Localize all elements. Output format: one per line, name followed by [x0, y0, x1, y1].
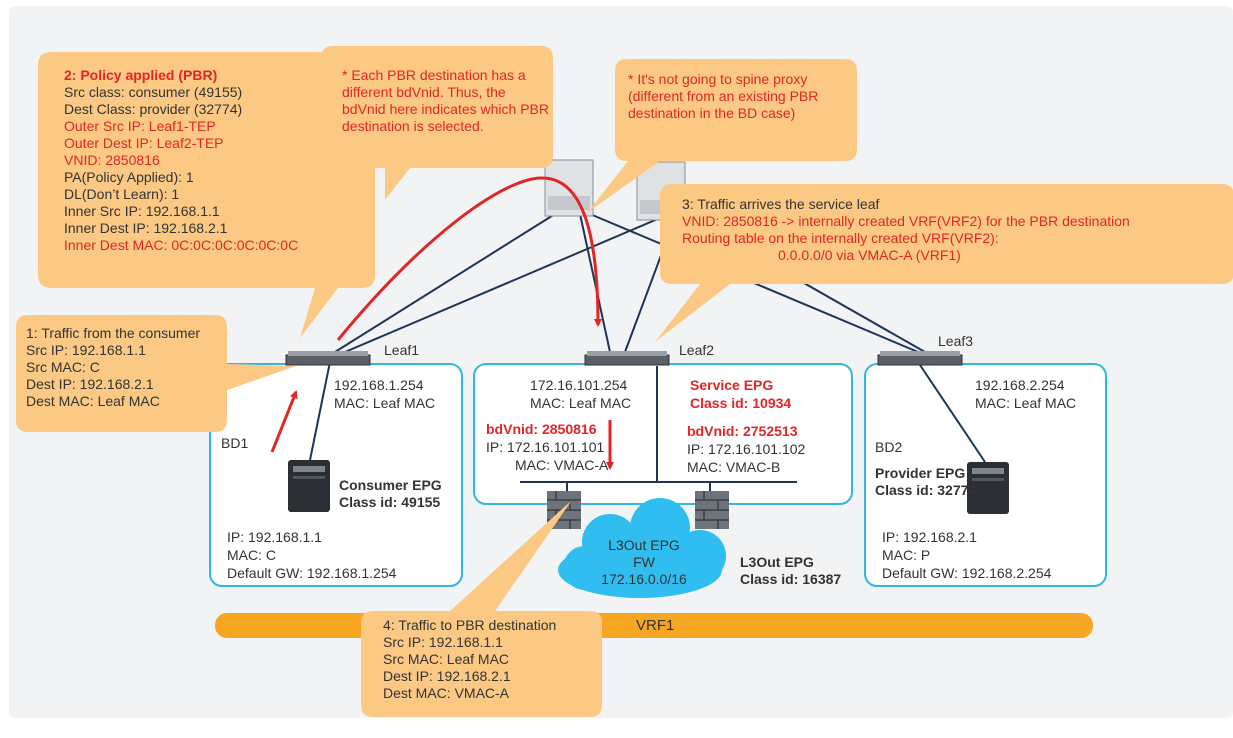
service-mac-a: MAC: VMAC-A	[515, 457, 609, 473]
callout-policy-line: VNID: 2850816	[64, 152, 160, 168]
leaf3-switch	[877, 351, 963, 366]
provider-ep-gateway: Default GW: 192.168.2.254	[882, 565, 1052, 581]
l3out-cloud-line: 172.16.0.0/16	[601, 571, 687, 587]
service-ip-a: IP: 172.16.101.101	[486, 439, 605, 455]
callout-spine-line: (different from an existing PBR	[628, 88, 819, 104]
consumer-ep-ip: IP: 192.168.1.1	[227, 529, 322, 545]
callout-policy-line: Outer Src IP: Leaf1-TEP	[64, 118, 216, 134]
traffic-arrows	[270, 176, 614, 470]
callout-pbr-dest-line: Dest IP: 192.168.2.1	[383, 668, 511, 684]
leaf2-switch	[584, 351, 670, 366]
leaf1-switch	[285, 351, 371, 366]
consumer-epg-name: Consumer EPG	[339, 477, 442, 493]
provider-server-icon	[967, 462, 1009, 514]
callout-service-leaf-line: 0.0.0.0/0 via VMAC-A (VRF1)	[778, 247, 961, 263]
callout-pbr-dest-line: Src IP: 192.168.1.1	[383, 634, 503, 650]
callout-policy-line: Src class: consumer (49155)	[64, 84, 243, 100]
provider-ep-mac: MAC: P	[882, 547, 931, 563]
callout-policy-line: Inner Src IP: 192.168.1.1	[64, 203, 220, 219]
callout-consumer-line: Src IP: 192.168.1.1	[26, 342, 146, 358]
vrf1-label: VRF1	[636, 617, 675, 634]
leaf2-label: Leaf2	[679, 342, 715, 358]
callout-consumer-text: 1: Traffic from the consumer Src IP: 192…	[26, 324, 200, 409]
firewall-b-icon	[695, 491, 729, 529]
service-gateway-ip: 172.16.101.254	[530, 377, 628, 393]
callout-pbr-dest-line: Dest MAC: VMAC-A	[383, 685, 510, 701]
callout-bdvnid-line: bdVnid here indicates which PBR	[342, 101, 550, 117]
callout-consumer-line: Dest MAC: Leaf MAC	[26, 393, 160, 409]
service-gateway-mac: MAC: Leaf MAC	[530, 395, 632, 411]
callout-spine-line: destination in the BD case)	[628, 105, 796, 121]
callout-consumer-line: Dest IP: 192.168.2.1	[26, 376, 154, 392]
callout-spine-line: * It's not going to spine proxy	[628, 71, 808, 87]
l3out-cloud	[558, 498, 726, 598]
callout-pbr-dest-text: 4: Traffic to PBR destination Src IP: 19…	[383, 616, 556, 701]
callout-policy-line: Outer Dest IP: Leaf2-TEP	[64, 135, 224, 151]
callout-policy-text: 2: Policy applied (PBR) Src class: consu…	[64, 66, 298, 253]
bd1-gateway-ip: 192.168.1.254	[334, 377, 424, 393]
callout-service-leaf-title: 3: Traffic arrives the service leaf	[682, 196, 880, 212]
callout-spine-shape	[588, 59, 857, 212]
callout-consumer-line: 1: Traffic from the consumer	[26, 325, 201, 341]
callout-policy-line: Dest Class: provider (32774)	[64, 101, 243, 117]
service-bdvnid-a: bdVnid: 2850816	[486, 421, 597, 437]
bd1-label: BD1	[221, 435, 249, 451]
service-epg-name: Service EPG	[690, 377, 774, 393]
service-epg-class: Class id: 10934	[690, 395, 792, 411]
service-mac-b: MAC: VMAC-B	[687, 459, 781, 475]
callout-bdvnid-text: * Each PBR destination has a different b…	[342, 66, 549, 134]
callout-bdvnid-shape	[321, 46, 553, 200]
provider-ep-ip: IP: 192.168.2.1	[882, 529, 977, 545]
callout-pbr-dest-shape	[361, 500, 602, 717]
consumer-ep-gateway: Default GW: 192.168.1.254	[227, 565, 397, 581]
provider-epg-name: Provider EPG	[875, 465, 966, 481]
l3out-cloud-text: L3Out EPG FW 172.16.0.0/16	[595, 536, 693, 587]
callout-policy-shape	[38, 52, 375, 338]
bd2-label: BD2	[875, 439, 903, 455]
callout-policy-line: Inner Dest IP: 192.168.2.1	[64, 220, 228, 236]
callout-policy-title: 2: Policy applied (PBR)	[64, 67, 218, 83]
provider-epg-class: Class id: 32774	[875, 482, 977, 498]
service-ip-b: IP: 172.16.101.102	[687, 441, 806, 457]
callout-service-leaf-shape	[655, 184, 1233, 342]
callout-spine-text: * It's not going to spine proxy (differe…	[628, 70, 818, 121]
l3out-cloud-line: FW	[633, 554, 655, 570]
callout-pbr-dest-line: 4: Traffic to PBR destination	[383, 617, 557, 633]
consumer-epg-class: Class id: 49155	[339, 494, 441, 510]
l3out-epg-name: L3Out EPG	[740, 554, 814, 570]
callout-service-leaf-text: 3: Traffic arrives the service leaf VNID…	[682, 195, 1130, 263]
callout-policy-line: Inner Dest MAC: 0C:0C:0C:0C:0C:0C	[64, 237, 299, 253]
l3out-cloud-line: L3Out EPG	[608, 537, 680, 553]
l3out-epg-class: Class id: 16387	[740, 571, 842, 587]
service-bdvnid-b: bdVnid: 2752513	[687, 423, 798, 439]
consumer-server-icon	[288, 460, 330, 512]
bd2-gateway-ip: 192.168.2.254	[975, 377, 1065, 393]
leaf1-label: Leaf1	[384, 342, 420, 358]
callout-consumer-shape	[16, 315, 296, 432]
callout-service-leaf-line: VNID: 2850816 -> internally created VRF(…	[682, 213, 1130, 229]
callout-pbr-dest-line: Src MAC: Leaf MAC	[383, 651, 510, 667]
callout-policy-line: DL(Don’t Learn): 1	[64, 186, 180, 202]
bd2-gateway-mac: MAC: Leaf MAC	[975, 395, 1077, 411]
leaf3-label: Leaf3	[938, 333, 974, 349]
callout-bdvnid-line: * Each PBR destination has a	[342, 67, 526, 83]
callout-bdvnid-line: destination is selected.	[342, 118, 484, 134]
callout-policy-line: PA(Policy Applied): 1	[64, 169, 194, 185]
bd1-gateway-mac: MAC: Leaf MAC	[334, 395, 436, 411]
callout-bdvnid-line: different bdVnid. Thus, the	[342, 84, 506, 100]
callout-consumer-line: Src MAC: C	[26, 359, 100, 375]
consumer-ep-mac: MAC: C	[227, 547, 276, 563]
callout-service-leaf-line: Routing table on the internally created …	[682, 230, 999, 246]
